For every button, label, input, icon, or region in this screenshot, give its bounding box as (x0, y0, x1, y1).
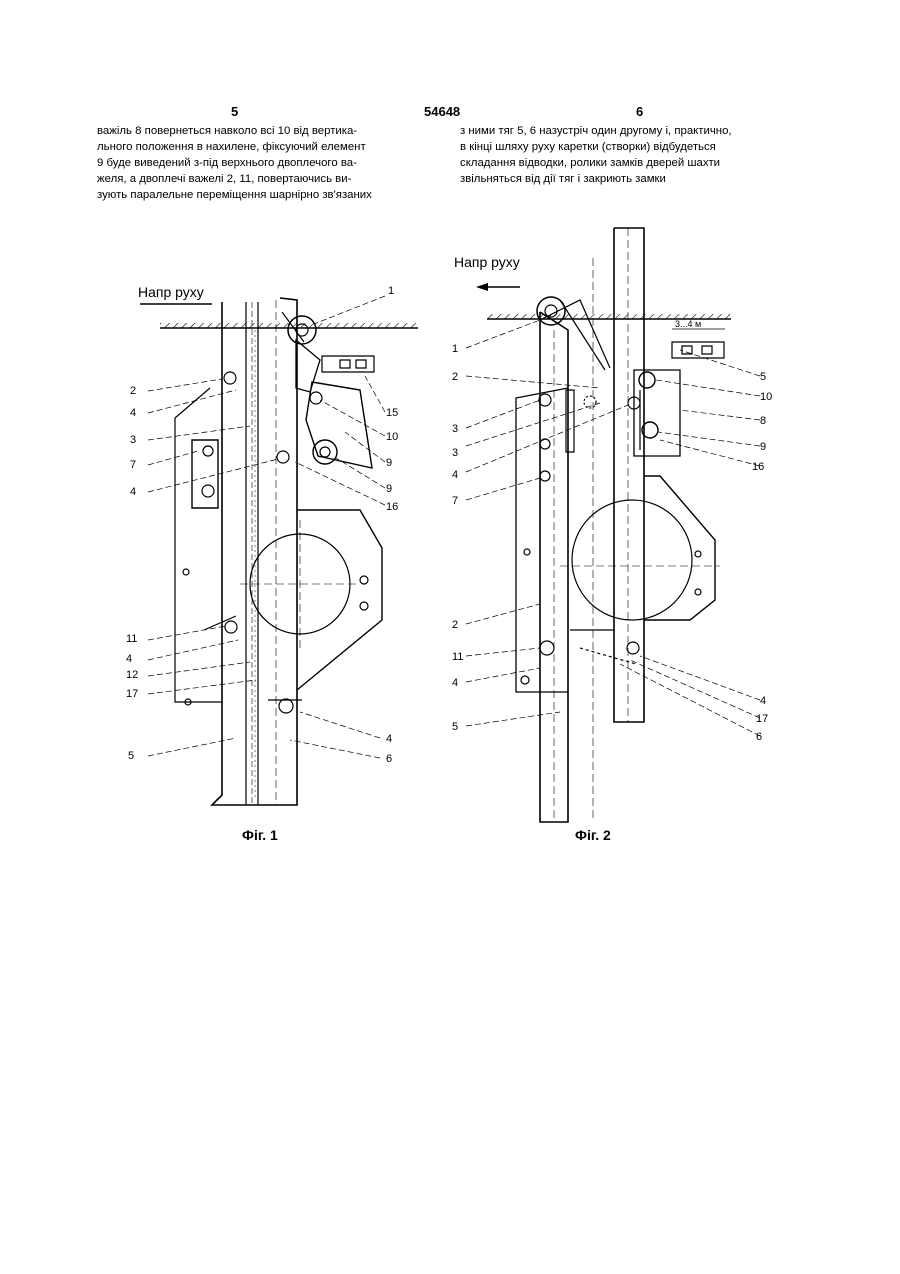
fig2-dimension-label: 3...4 м (675, 319, 701, 329)
fig1-label: 9 (386, 483, 392, 495)
fig2-direction-label: Напр руху (454, 254, 520, 270)
fig1-label: 9 (386, 457, 392, 469)
fig2-label: 4 (452, 469, 458, 481)
fig2-label: 6 (756, 731, 762, 743)
fig1-label: 4 (386, 733, 392, 745)
fig1-label: 4 (130, 407, 136, 419)
fig1-label: 2 (130, 385, 136, 397)
figure-2: Напр руху 3...4 м (452, 228, 772, 822)
fig2-label: 2 (452, 619, 458, 631)
fig1-label: 5 (128, 750, 134, 762)
fig2-label: 4 (452, 677, 458, 689)
fig1-direction-label: Напр руху (138, 284, 204, 300)
fig1-label: 12 (126, 669, 138, 681)
fig1-label: 1 (388, 285, 394, 297)
fig1-label: 16 (386, 501, 398, 513)
fig1-label: 3 (130, 434, 136, 446)
fig2-label: 8 (760, 415, 766, 427)
fig2-label: 4 (760, 695, 766, 707)
fig2-label: 16 (752, 461, 764, 473)
fig1-label: 4 (126, 653, 132, 665)
figure-1-caption: Фіг. 1 (242, 827, 278, 843)
fig2-label: 9 (760, 441, 766, 453)
fig1-label: 17 (126, 688, 138, 700)
fig2-label: 5 (760, 371, 766, 383)
fig2-label: 3 (452, 423, 458, 435)
figure-2-caption: Фіг. 2 (575, 827, 611, 843)
fig2-label: 17 (756, 713, 768, 725)
fig1-label: 15 (386, 407, 398, 419)
fig2-label: 10 (760, 391, 772, 403)
fig1-label: 4 (130, 486, 136, 498)
fig1-label: 11 (126, 633, 137, 645)
fig2-label: 1 (452, 343, 458, 355)
fig2-label: 3 (452, 447, 458, 459)
fig2-label: 2 (452, 371, 458, 383)
fig1-label: 10 (386, 431, 398, 443)
fig1-label: 7 (130, 459, 136, 471)
fig2-label: 11 (452, 651, 463, 663)
figure-1: Напр руху (126, 284, 418, 805)
fig2-label: 7 (452, 495, 458, 507)
fig2-label: 5 (452, 721, 458, 733)
